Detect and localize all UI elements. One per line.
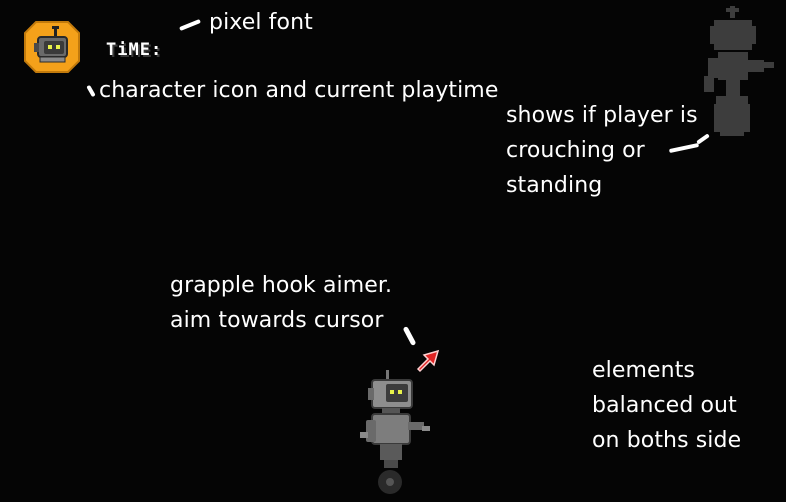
- robot-head-icon: [22, 19, 82, 75]
- note-line: crouching or: [506, 138, 645, 163]
- note-line: aim towards cursor: [170, 308, 384, 333]
- note-character-icon: character icon and current playtime: [99, 78, 499, 103]
- note-line: grapple hook aimer.: [170, 273, 393, 298]
- note-balance: elements balanced out on boths side: [592, 353, 741, 458]
- note-line: shows if player is: [506, 103, 698, 128]
- pointer-stroke-aimer: [402, 325, 417, 347]
- note-line: standing: [506, 173, 603, 198]
- note-crouch-indicator: shows if player is crouching or standing: [506, 98, 698, 203]
- playtime-label: TiME:: [106, 40, 163, 60]
- note-line: on boths side: [592, 428, 742, 453]
- note-grapple-aimer: grapple hook aimer. aim towards cursor: [170, 268, 392, 338]
- robot-silhouette-icon: [700, 6, 780, 142]
- robot-player-sprite: [352, 368, 436, 502]
- red-arrow-aimer-icon: [412, 347, 442, 377]
- pointer-stroke-character-icon: [86, 84, 96, 98]
- pointer-stroke-pixel-font: [179, 19, 201, 31]
- note-line: elements: [592, 358, 695, 383]
- note-line: balanced out: [592, 393, 737, 418]
- note-pixel-font: pixel font: [209, 10, 313, 35]
